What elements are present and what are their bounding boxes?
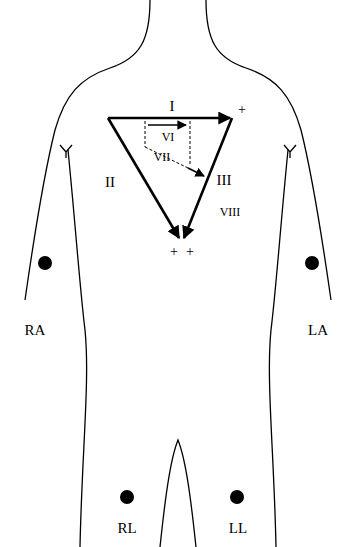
electrode-label: LL: [229, 521, 247, 536]
electrode-label: LA: [308, 323, 328, 338]
electrode-label: RL: [117, 521, 136, 536]
projection-lines: [145, 121, 190, 168]
einthoven-triangle: [108, 118, 232, 238]
lead-label: II: [105, 175, 115, 190]
lead-label: I: [170, 99, 175, 114]
electrode-label: RA: [25, 323, 46, 338]
vector-label: VIII: [220, 206, 241, 218]
polarity-sign: +: [170, 245, 178, 259]
vector-label: VI: [162, 131, 175, 143]
vector-label: VII: [154, 151, 171, 163]
polarity-sign: +: [238, 103, 246, 117]
polarity-sign: +: [186, 245, 194, 259]
electrode-dots: [38, 256, 319, 504]
lead-label: III: [217, 173, 232, 188]
vector-arrows: [148, 125, 204, 176]
body-outline: [25, 0, 331, 547]
